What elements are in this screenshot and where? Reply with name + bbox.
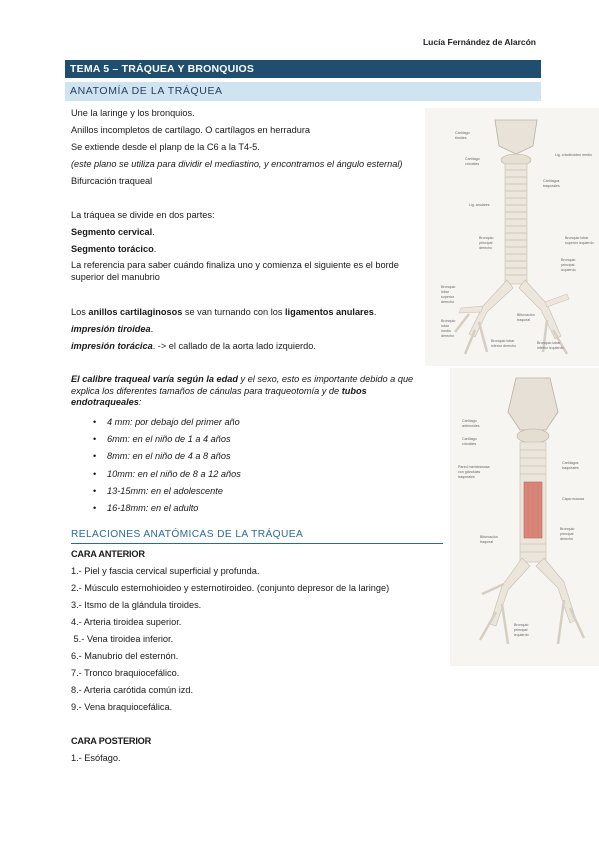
svg-text:Bronquio lobar: Bronquio lobar <box>491 339 515 343</box>
svg-text:Capa mucosa: Capa mucosa <box>562 497 584 501</box>
svg-text:principal: principal <box>560 532 574 536</box>
svg-text:Cartílago: Cartílago <box>462 437 477 441</box>
svg-text:principal: principal <box>479 241 493 245</box>
posterior-face-heading: CARA POSTERIOR <box>71 736 152 746</box>
list-item: 5.- Vena tiroidea inferior. <box>71 634 174 644</box>
list-item: 8.- Arteria carótida común izd. <box>71 685 194 695</box>
svg-text:Pared membranosa: Pared membranosa <box>458 465 490 469</box>
svg-text:superior: superior <box>441 295 455 299</box>
svg-text:traqueales: traqueales <box>543 184 560 188</box>
svg-text:traqueales: traqueales <box>458 475 475 479</box>
intro-line-5: Bifurcación traqueal <box>71 176 153 186</box>
svg-text:Lig. anulares: Lig. anulares <box>469 203 490 207</box>
caliber-age-list: 4 mm: por debajo del primer año 6mm: en … <box>93 416 241 519</box>
section-heading-anatomy: ANATOMÍA DE LA TRÁQUEA <box>65 82 541 101</box>
svg-text:Bronquio lobar: Bronquio lobar <box>565 236 589 240</box>
svg-text:Bronquio: Bronquio <box>560 527 574 531</box>
list-item: 1.- Piel y fascia cervical superficial y… <box>71 566 260 576</box>
svg-text:derecho: derecho <box>441 334 454 338</box>
svg-text:Cartílagos: Cartílagos <box>562 461 579 465</box>
svg-text:Cartílago: Cartílago <box>455 131 470 135</box>
svg-text:Bronquio: Bronquio <box>561 258 575 262</box>
thoracic-impression: impresión torácica. -> el callado de la … <box>71 341 316 351</box>
svg-text:lobar: lobar <box>441 290 450 294</box>
section-divider <box>71 543 443 544</box>
svg-text:Bronquio lobar: Bronquio lobar <box>537 341 561 345</box>
svg-text:Bronquio: Bronquio <box>514 623 528 627</box>
svg-text:Bronquio: Bronquio <box>441 285 455 289</box>
svg-text:traqueal: traqueal <box>480 540 493 544</box>
rings-line: Los anillos cartilaginosos se van turnan… <box>71 307 377 317</box>
caliber-paragraph: El calibre traqueal varía según la edad … <box>71 374 414 408</box>
svg-text:inferior derecho: inferior derecho <box>491 344 516 348</box>
list-item: 9.- Vena braquiocefálica. <box>71 702 173 712</box>
thyroid-impression: impresión tiroidea. <box>71 324 154 334</box>
intro-line-3: Se extiende desde el planp de la C6 a la… <box>71 142 260 152</box>
svg-text:principal: principal <box>561 263 575 267</box>
list-item: 16-18mm: en el adulto <box>93 502 241 519</box>
intro-line-4: (este plano se utiliza para dividir el m… <box>71 159 403 169</box>
svg-text:tiroides: tiroides <box>455 136 467 140</box>
author-name: Lucía Fernández de Alarcón <box>422 37 536 47</box>
svg-text:derecho: derecho <box>441 300 454 304</box>
svg-text:inferior izquierdo: inferior izquierdo <box>537 346 564 350</box>
list-item: 3.- Itsmo de la glándula tiroides. <box>71 600 202 610</box>
svg-text:superior izquierdo: superior izquierdo <box>565 241 594 245</box>
list-item: 2.- Músculo esternohioideo y esternotiro… <box>71 583 390 593</box>
svg-text:principal: principal <box>514 628 528 632</box>
svg-text:Lig. cricotiroideo medio: Lig. cricotiroideo medio <box>555 153 592 157</box>
svg-text:traqueales: traqueales <box>562 466 579 470</box>
list-item: 4 mm: por debajo del primer año <box>93 416 241 433</box>
svg-text:izquierdo: izquierdo <box>561 268 576 272</box>
parts-intro: La tráquea se divide en dos partes: <box>71 210 215 220</box>
svg-text:derecho: derecho <box>560 537 573 541</box>
svg-text:Bifurcación: Bifurcación <box>480 535 498 539</box>
svg-text:lobar: lobar <box>441 324 450 328</box>
svg-text:traqueal: traqueal <box>517 318 530 322</box>
svg-text:con glándulas: con glándulas <box>458 470 480 474</box>
svg-text:Cartílago: Cartílago <box>465 157 480 161</box>
section-heading-relations: RELACIONES ANATÓMICAS DE LA TRÁQUEA <box>71 529 304 540</box>
list-item: 6mm: en el niño de 1 a 4 años <box>93 433 241 450</box>
list-item: 7.- Tronco braquiocefálico. <box>71 668 180 678</box>
list-item: 8mm: en el niño de 4 a 8 años <box>93 450 241 467</box>
segment-reference: La referencia para saber cuándo finaliza… <box>71 260 399 282</box>
anterior-face-heading: CARA ANTERIOR <box>71 549 145 559</box>
svg-text:Bifurcación: Bifurcación <box>517 313 535 317</box>
list-item: 4.- Arteria tiroidea superior. <box>71 617 182 627</box>
list-item: 10mm: en el niño de 8 a 12 años <box>93 468 241 485</box>
intro-line-2: Anillos incompletos de cartílago. O cart… <box>71 125 311 135</box>
svg-text:cricoides: cricoides <box>462 442 476 446</box>
svg-text:medio: medio <box>441 329 451 333</box>
svg-text:aritenoides: aritenoides <box>462 424 480 428</box>
thoracic-segment: Segmento torácico. <box>71 244 157 254</box>
svg-text:cricoides: cricoides <box>465 162 479 166</box>
svg-text:Cartílagos: Cartílagos <box>543 179 560 183</box>
svg-text:derecho: derecho <box>479 246 492 250</box>
list-item: 1.- Esófago. <box>71 753 121 763</box>
list-item: 13-15mm: en el adolescente <box>93 485 241 502</box>
list-item: 6.- Manubrio del esternón. <box>71 651 179 661</box>
svg-text:Cartílago: Cartílago <box>462 419 477 423</box>
cervical-segment: Segmento cervical. <box>71 227 155 237</box>
svg-text:Bronquio: Bronquio <box>479 236 493 240</box>
svg-text:Bronquio: Bronquio <box>441 319 455 323</box>
topic-title: TEMA 5 – TRÁQUEA Y BRONQUIOS <box>65 60 541 78</box>
intro-line-1: Une la laringe y los bronquios. <box>71 108 195 118</box>
svg-text:izquierdo: izquierdo <box>514 633 529 637</box>
